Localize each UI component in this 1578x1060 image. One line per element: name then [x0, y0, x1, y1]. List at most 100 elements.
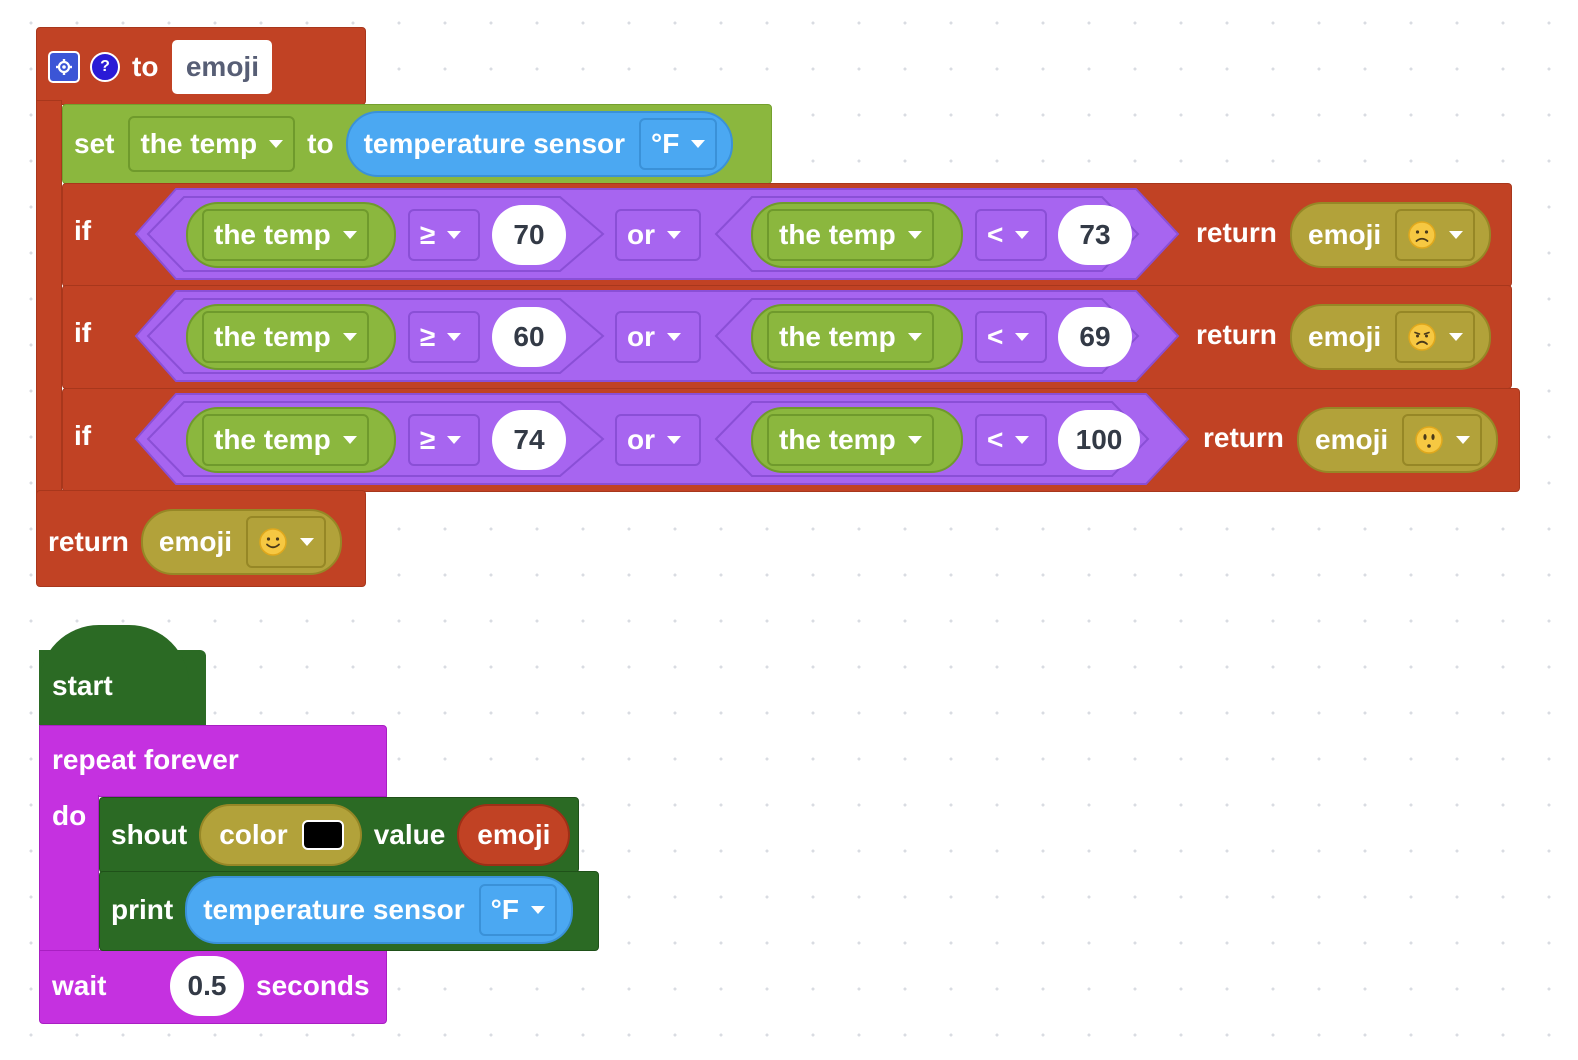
variable-name: the temp [779, 219, 896, 250]
chevron-down-icon [907, 333, 922, 341]
comparison-operator-dropdown[interactable]: ≥ [408, 311, 480, 363]
chevron-down-icon [447, 436, 462, 444]
gear-icon[interactable] [48, 51, 80, 83]
emoji-dropdown[interactable] [1395, 311, 1476, 363]
chevron-down-icon [1449, 231, 1464, 239]
function-name: emoji [185, 51, 259, 82]
seconds-label: seconds [256, 970, 370, 1001]
shout-row: shout color value emoji [111, 804, 571, 866]
emoji-block[interactable]: emoji [1290, 202, 1492, 268]
wait-seconds-value: 0.5 [187, 970, 227, 1001]
emoji-dropdown[interactable] [1402, 414, 1483, 466]
chevron-down-icon [907, 231, 922, 239]
chevron-down-icon [667, 231, 681, 239]
number-input[interactable]: 69 [1058, 307, 1132, 367]
number-input[interactable]: 100 [1058, 410, 1140, 470]
variable-dropdown[interactable]: the temp [202, 414, 369, 466]
emoji-dropdown[interactable] [246, 516, 327, 568]
number-input[interactable]: 70 [492, 205, 566, 265]
chevron-down-icon [1449, 333, 1464, 341]
comparison-operator-dropdown[interactable]: ≥ [408, 414, 480, 466]
to-keyword: to [307, 128, 334, 159]
help-icon[interactable]: ? [90, 52, 120, 82]
color-swatch[interactable] [301, 820, 344, 850]
smiling-face-icon [258, 527, 288, 557]
shout-keyword: shout [111, 819, 188, 850]
variable-block[interactable]: the temp [751, 407, 963, 473]
operator-value: ≥ [420, 219, 436, 250]
comparison-operator-dropdown[interactable]: < [975, 209, 1047, 261]
number-value: 100 [1075, 424, 1123, 455]
variable-block[interactable]: the temp [751, 202, 963, 268]
variable-dropdown[interactable]: the temp [202, 209, 369, 261]
variable-dropdown[interactable]: the temp [767, 209, 934, 261]
variable-name: the temp [140, 128, 258, 159]
variable-dropdown[interactable]: the temp [202, 311, 369, 363]
temperature-sensor-block[interactable]: temperature sensor °F [185, 876, 573, 944]
operator-value: < [987, 321, 1004, 352]
number-input[interactable]: 60 [492, 307, 566, 367]
wait-row: wait 0.5 seconds [52, 956, 370, 1016]
operator-value: < [987, 219, 1004, 250]
function-header: ? to emoji [48, 40, 273, 94]
wait-keyword: wait [52, 970, 107, 1001]
number-value: 74 [513, 424, 545, 455]
comparison-operator-dropdown[interactable]: < [975, 414, 1047, 466]
sensor-label: temperature sensor [203, 894, 465, 925]
logic-operator-dropdown[interactable]: or [615, 414, 701, 466]
variable-name: the temp [779, 321, 896, 352]
value-keyword: value [373, 819, 446, 850]
print-keyword: print [111, 894, 174, 925]
number-input[interactable]: 74 [492, 410, 566, 470]
logic-operator-dropdown[interactable]: or [615, 311, 701, 363]
variable-dropdown[interactable]: the temp [767, 311, 934, 363]
variable-dropdown[interactable]: the temp [128, 116, 296, 172]
unit-dropdown[interactable]: °F [639, 118, 718, 170]
unit-value: °F [490, 894, 519, 925]
unit-dropdown[interactable]: °F [478, 884, 557, 936]
emoji-call-block[interactable]: emoji [457, 804, 571, 866]
repeat-forever-block[interactable] [39, 725, 387, 797]
unit-value: °F [651, 128, 680, 159]
wait-seconds-input[interactable]: 0.5 [170, 956, 244, 1016]
chevron-down-icon [300, 538, 315, 546]
chevron-down-icon [1015, 333, 1030, 341]
variable-block[interactable]: the temp [186, 407, 396, 473]
repeat-forever-label: repeat forever [52, 744, 239, 775]
variable-name: the temp [779, 424, 896, 455]
temperature-sensor-block[interactable]: temperature sensor °F [345, 111, 734, 177]
color-block[interactable]: color [199, 804, 362, 866]
operator-value: ≥ [420, 424, 436, 455]
emoji-block[interactable]: emoji [1297, 407, 1499, 473]
number-value: 70 [513, 219, 545, 250]
set-keyword: set [74, 128, 115, 159]
chevron-down-icon [667, 436, 681, 444]
variable-block[interactable]: the temp [186, 304, 396, 370]
variable-name: the temp [214, 321, 331, 352]
logic-operator-dropdown[interactable]: or [615, 209, 701, 261]
emoji-label: emoji [1308, 219, 1382, 250]
chevron-down-icon [667, 333, 681, 341]
emoji-block[interactable]: emoji [1290, 304, 1492, 370]
return-keyword: return [1196, 217, 1277, 248]
variable-block[interactable]: the temp [751, 304, 963, 370]
color-label: color [219, 819, 288, 850]
variable-dropdown[interactable]: the temp [767, 414, 934, 466]
comparison-operator-dropdown[interactable]: < [975, 311, 1047, 363]
function-name-field[interactable]: emoji [172, 40, 273, 94]
number-value: 69 [1079, 321, 1111, 352]
sensor-label: temperature sensor [363, 128, 626, 159]
chevron-down-icon [342, 436, 357, 444]
emoji-dropdown[interactable] [1395, 209, 1476, 261]
number-input[interactable]: 73 [1058, 205, 1132, 265]
operator-value: < [987, 424, 1004, 455]
final-return-row: return emoji [48, 509, 343, 575]
variable-block[interactable]: the temp [186, 202, 396, 268]
set-row: set the temp to temperature sensor °F [74, 111, 734, 177]
variable-name: the temp [214, 219, 331, 250]
comparison-operator-dropdown[interactable]: ≥ [408, 209, 480, 261]
if-keyword: if [74, 215, 92, 246]
frowning-face-icon [1407, 220, 1437, 250]
chevron-down-icon [447, 231, 462, 239]
emoji-block[interactable]: emoji [140, 509, 343, 575]
